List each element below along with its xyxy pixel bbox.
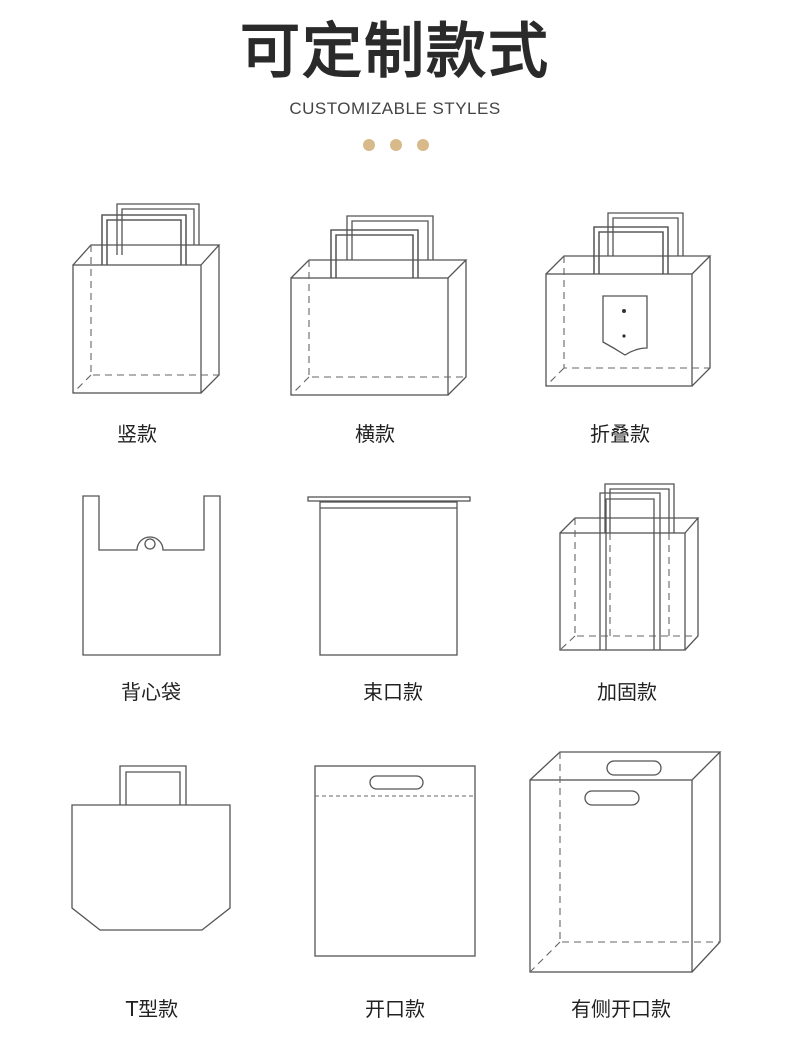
style-label: 加固款: [597, 680, 657, 704]
style-label: 有侧开口款: [571, 997, 671, 1021]
folding-bag-icon: [535, 205, 720, 395]
open-handle-bag-icon: [305, 758, 485, 963]
t-shape-bag-icon: [65, 760, 240, 940]
page-title: 可定制款式: [240, 17, 550, 87]
horizontal-bag-icon: [280, 205, 480, 405]
style-label: 开口款: [365, 997, 425, 1021]
page-subtitle: CUSTOMIZABLE STYLES: [289, 99, 501, 118]
reinforced-bag-icon: [550, 478, 710, 663]
style-label: T型款: [125, 997, 179, 1021]
vest-bag-icon: [75, 490, 230, 662]
drawstring-bag-icon: [302, 490, 477, 662]
style-label: 背心袋: [121, 680, 181, 704]
style-label: 束口款: [363, 680, 423, 704]
dot-icon: [363, 139, 375, 151]
vertical-bag-icon: [60, 195, 235, 405]
style-label: 横款: [355, 422, 395, 446]
decorative-dots: [363, 139, 433, 153]
dot-icon: [390, 139, 402, 151]
side-open-bag-icon: [525, 745, 730, 980]
style-label: 折叠款: [590, 422, 650, 446]
dot-icon: [417, 139, 429, 151]
style-label: 竖款: [117, 422, 157, 446]
